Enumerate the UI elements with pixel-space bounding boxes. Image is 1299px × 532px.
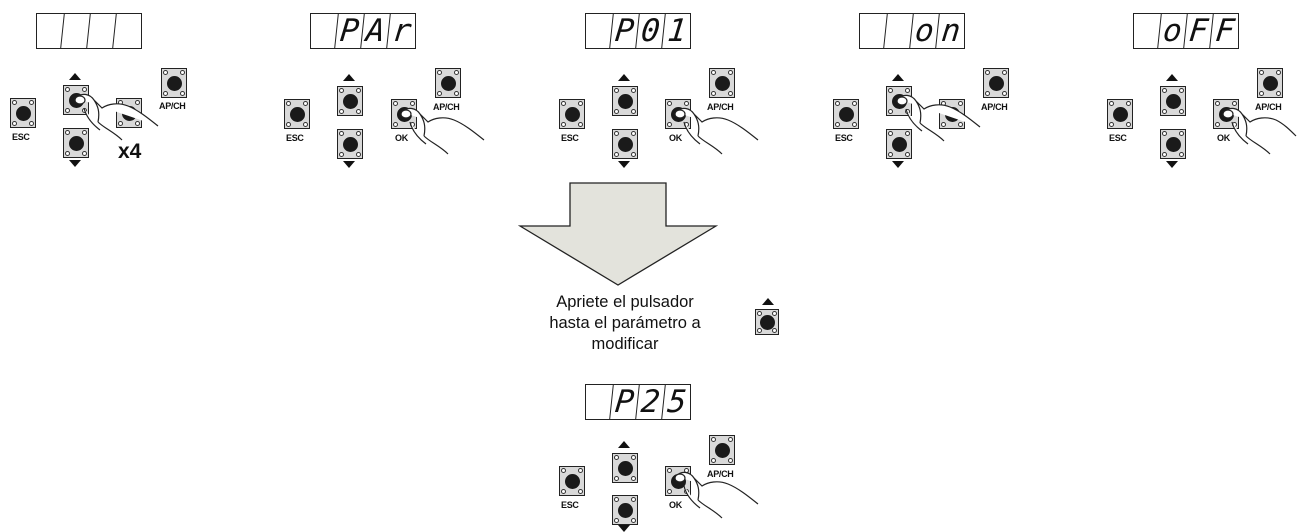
down-arrow-icon [618,525,630,532]
display-digit: F [1184,13,1214,49]
down-button[interactable] [612,495,638,525]
instruction-line: modificar [591,335,659,353]
down-arrow-icon [892,161,904,168]
up-arrow-icon [1166,74,1178,81]
esc-button[interactable] [559,99,585,129]
apch-label: AP/CH [707,102,734,112]
down-arrow-icon [69,160,81,167]
up-button[interactable] [337,86,363,116]
apch-button[interactable] [709,435,735,465]
down-button[interactable] [612,129,638,159]
apch-button[interactable] [435,68,461,98]
down-button[interactable] [1160,129,1186,159]
display-digit: 5 [665,383,689,420]
pressing-hand-icon [74,93,159,141]
up-arrow-icon [343,74,355,81]
display-digit [309,14,339,48]
esc-label: ESC [561,133,579,143]
display-digit [858,14,888,48]
up-button[interactable] [612,86,638,116]
apch-label: AP/CH [1255,102,1282,112]
instruction-text: Apriete el pulsador hasta el parámetro a… [500,292,750,355]
pressing-hand-icon [896,94,981,142]
instruction-line: Apriete el pulsador [556,293,694,311]
display-digit [87,14,117,48]
apch-button[interactable] [1257,68,1283,98]
display-digit: P [610,384,640,420]
esc-label: ESC [12,132,30,142]
esc-button[interactable] [559,466,585,496]
esc-label: ESC [1109,133,1127,143]
repeat-count: x4 [118,140,142,163]
step-1-display [35,13,143,49]
down-button[interactable] [886,129,912,159]
ok-label: OK [1217,133,1230,143]
ok-label: OK [395,133,408,143]
pressing-hand-icon [674,107,759,155]
esc-label: ESC [561,500,579,510]
up-arrow-icon [618,74,630,81]
esc-button[interactable] [10,98,36,128]
up-arrow-icon [69,73,81,80]
ok-label: OK [669,500,682,510]
apch-label: AP/CH [707,469,734,479]
up-arrow-icon [762,298,774,305]
display-digit [584,385,614,419]
display-digit: 0 [636,13,666,49]
display-digit: 2 [636,384,666,420]
apch-button[interactable] [161,68,187,98]
display-digit [1132,14,1162,48]
down-arrow-icon [618,161,630,168]
esc-button[interactable] [833,99,859,129]
ok-button[interactable] [665,99,691,129]
up-button[interactable] [1160,86,1186,116]
display-digit [113,14,143,48]
apch-label: AP/CH [433,102,460,112]
pressing-hand-icon [674,471,759,519]
pressing-hand-icon [400,107,485,155]
display-digit: r [390,12,414,49]
display-digit: n [939,12,963,49]
display-digit [61,14,91,48]
apch-label: AP/CH [159,101,186,111]
display-digit [884,14,914,48]
display-digit: F [1213,12,1237,49]
step-3-display: P 0 1 [584,12,691,49]
down-button[interactable] [337,129,363,159]
apch-button[interactable] [709,68,735,98]
pressing-hand-icon [1222,107,1297,155]
esc-button[interactable] [284,99,310,129]
up-arrow-button-icon [755,309,779,335]
down-button[interactable] [63,128,89,158]
flow-down-arrow-icon [518,182,718,286]
display-digit: P [610,13,640,49]
final-display: P 2 5 [584,383,691,420]
ok-label: OK [669,133,682,143]
up-arrow-icon [892,74,904,81]
display-digit: o [910,13,940,49]
esc-button[interactable] [1107,99,1133,129]
display-digit: o [1158,13,1188,49]
display-digit: A [361,13,391,49]
esc-label: ESC [835,133,853,143]
up-button[interactable] [612,453,638,483]
display-digit: 1 [665,12,689,49]
apch-button[interactable] [983,68,1009,98]
down-arrow-icon [343,161,355,168]
display-digit [35,14,65,48]
step-5-display: o F F [1132,12,1239,49]
apch-label: AP/CH [981,102,1008,112]
down-arrow-icon [1166,161,1178,168]
instruction-line: hasta el parámetro a [549,314,701,332]
up-arrow-icon [618,441,630,448]
esc-label: ESC [286,133,304,143]
display-digit: P [335,13,365,49]
display-digit [584,14,614,48]
step-2-display: P A r [309,12,416,49]
step-4-display: o n [858,12,965,49]
